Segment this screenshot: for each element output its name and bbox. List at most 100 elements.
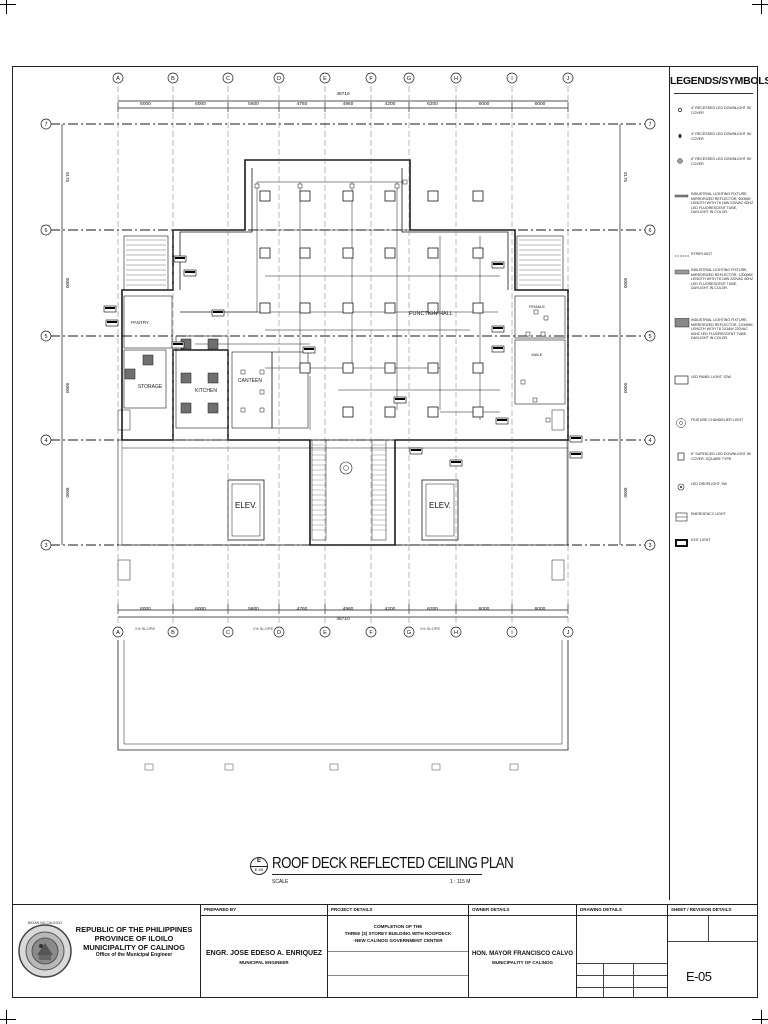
grid-label-row: 3: [648, 543, 651, 549]
bay-dimension-label: 6000: [140, 606, 151, 612]
footing-box: [224, 763, 234, 771]
room-label-storage: STORAGE: [138, 384, 163, 390]
grid-label-column: J: [567, 630, 570, 636]
title-underline: [272, 874, 482, 875]
circuit-tag-fill: [571, 437, 581, 439]
grid-label-column: B: [171, 630, 175, 636]
led-panel-light-icon: [384, 302, 396, 314]
emergency-light-icon: [675, 512, 688, 522]
overall-dimension-label: 48710: [336, 616, 350, 622]
circuit-tag-fill: [451, 461, 461, 463]
room-label-function-hall: FUNCTION HALL: [409, 311, 453, 317]
led-panel-light-icon: [472, 362, 484, 374]
grid-label-column: G: [407, 630, 411, 636]
stair-right: [516, 235, 564, 291]
drawing-grid-line: [577, 987, 667, 988]
bay-dimension-label: 6000: [479, 606, 490, 612]
grid-bubble-column: [222, 626, 234, 638]
legend-heading: LEGENDS/SYMBOLS: [670, 75, 768, 87]
led-droplight-icon-part: [680, 486, 682, 488]
room-label-male: MALE: [532, 352, 543, 357]
grid-bubble-column: [506, 72, 518, 84]
downlight-icon: [297, 183, 303, 189]
sheet-title-block: E E-05 ROOF DECK REFLECTED CEILING PLAN …: [250, 855, 514, 891]
downlight-icon: [520, 379, 526, 385]
grid-label-column: D: [277, 76, 281, 82]
sheet-grid-line: [668, 941, 758, 942]
drawing-sheet-frame: [12, 66, 758, 998]
downlight-icon: [533, 309, 539, 315]
recessed-downlight-6in-icon: [677, 158, 683, 164]
legend-panel: LEGENDS/SYMBOLS 4" RECESSED LED DOWNLIGH…: [669, 67, 768, 900]
owner-name: HON. MAYOR FRANCISCO CALVO: [471, 950, 574, 957]
led-panel-light-icon: [384, 190, 396, 202]
feature-chandelier-icon-part: [679, 421, 683, 425]
gov-office: Office of the Municipal Engineer: [95, 952, 173, 958]
legend-item-text: EXIT LIGHT: [691, 538, 711, 542]
led-panel-light-icon: [299, 362, 311, 374]
grid-bubble-row: [40, 118, 52, 130]
recessed-downlight-4in-icon-part: [678, 108, 682, 112]
striplight-icon: [675, 255, 689, 257]
legend-item-text: STRIPLIGHT: [691, 252, 713, 256]
surfaced-downlight-icon: [677, 452, 685, 461]
circuit-tag-fill: [175, 257, 185, 259]
downlight-icon: [525, 331, 531, 337]
project-details-cell: PROJECT DETAILS COMPLETION OF THE THREE …: [327, 905, 468, 998]
grid-bubble-column: [403, 72, 415, 84]
grid-bubble-column: [319, 72, 331, 84]
legend-item-text: FEATURE CHANDELIER LIGHT: [691, 418, 744, 422]
drawing-grid-line: [577, 975, 667, 976]
grid-bubble-row: [40, 434, 52, 446]
grid-bubble-row: [644, 118, 656, 130]
elevator-label: ELEV.: [429, 501, 451, 510]
lower-deck-inner: [121, 439, 568, 546]
view-reference: E-05: [254, 867, 264, 872]
led-panel-light-icon: [427, 406, 439, 418]
grid-bubble-column: [562, 72, 574, 84]
row-dimension-label: 9175: [65, 172, 70, 183]
project-line-3: -NEW CALINOG GOVERNMENT CENTER: [353, 938, 443, 943]
slope-label: 1% SLOPE: [135, 626, 156, 631]
surfaced-downlight-icon-part: [677, 452, 685, 461]
grid-label-row: 5: [44, 334, 47, 340]
circuit-tag-fill: [571, 453, 581, 455]
downlight-icon: [349, 183, 355, 189]
prepared-by-header: PREPARED BY: [201, 905, 327, 916]
bay-dimension-label: 4200: [385, 606, 396, 612]
industrial-fixture-1200-icon: [674, 269, 690, 275]
project-divider: [328, 975, 468, 976]
grid-bubble-column: [112, 72, 124, 84]
grid-bubble-row: [40, 224, 52, 236]
grid-bubble-row: [644, 224, 656, 236]
grid-bubble-column: [167, 72, 179, 84]
row-dimension-label: 8000: [65, 487, 70, 498]
grid-label-row: 4: [44, 438, 47, 444]
elevator-shaft: [227, 479, 265, 541]
crop-mark-top-left: [0, 4, 16, 5]
grid-label-column: E: [323, 630, 327, 636]
industrial-fixture-icon: [207, 402, 219, 414]
slope-label: 1% SLOPE: [253, 626, 274, 631]
building-outline: [121, 159, 569, 546]
grid-label-row: 7: [44, 122, 47, 128]
bay-dimension-label: 6000: [140, 101, 151, 107]
project-line-1: COMPLETION OF THE: [373, 924, 423, 929]
legend-item-text: 6" RECESSED LED DOWNLIGHT W/ COVER: [691, 157, 752, 166]
room-wall: [123, 295, 173, 349]
title-block: BAYAN NG CALINOG REPUBLIC OF THE PHILIPP…: [12, 904, 758, 998]
drawing-grid-line: [603, 963, 604, 998]
feature-chandelier-icon: [343, 465, 349, 471]
led-droplight-icon: [677, 483, 685, 491]
owner-organization: MUNICIPALITY OF CALINOG: [491, 960, 554, 965]
downlight-icon: [254, 183, 260, 189]
room-wall: [231, 351, 273, 429]
grid-label-column: H: [454, 630, 458, 636]
legend-item-text: INDUSTRIAL LIGHTING FIXTURE, MIRRORIZED …: [691, 318, 753, 341]
row-dimension-label: 8000: [623, 487, 628, 498]
grid-label-column: A: [116, 76, 120, 82]
grid-bubble-column: [506, 626, 518, 638]
grid-label-row: 4: [648, 438, 651, 444]
circuit-tag-fill: [411, 449, 421, 451]
crop-mark-bottom-left: [6, 1010, 7, 1024]
